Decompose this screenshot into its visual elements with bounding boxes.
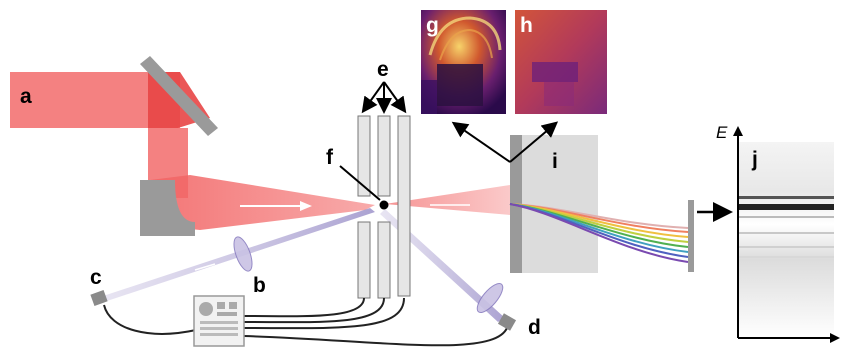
electrode-plates <box>357 115 411 299</box>
label-e-arrows <box>361 81 407 114</box>
detector-screen <box>688 200 733 272</box>
label-g: g <box>426 14 439 37</box>
inset-image-g <box>421 10 506 114</box>
label-a: a <box>20 85 32 108</box>
flat-mirror <box>140 56 218 136</box>
beam-direction-arrow <box>240 201 312 211</box>
cables <box>103 297 509 347</box>
focal-point <box>339 165 389 210</box>
parabolic-mirror <box>140 180 195 236</box>
label-c: c <box>90 266 102 289</box>
label-d: d <box>528 316 541 339</box>
spectrum-plot <box>733 126 840 343</box>
controller-box <box>193 295 245 347</box>
axis-label-energy: E <box>716 123 728 142</box>
spectrum-fan <box>509 203 689 263</box>
label-f: f <box>326 146 334 169</box>
camera-c <box>90 289 108 307</box>
camera-d <box>497 313 517 331</box>
inset-image-h <box>515 10 607 114</box>
label-i-arrows <box>451 121 559 163</box>
probe-beam <box>100 208 505 322</box>
label-i: i <box>552 150 558 173</box>
output-beam <box>385 185 510 215</box>
label-j: j <box>751 148 758 171</box>
label-e: e <box>377 58 389 81</box>
label-h: h <box>520 14 533 37</box>
label-b: b <box>253 274 266 297</box>
input-beam <box>10 72 375 230</box>
